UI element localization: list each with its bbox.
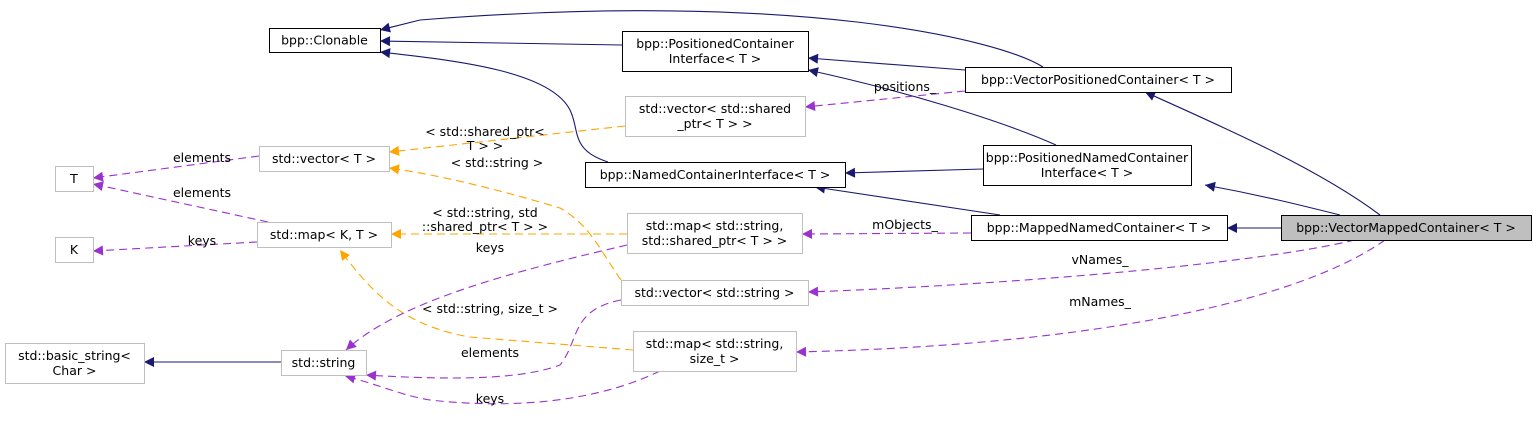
node-label: Char > (53, 363, 97, 378)
edge-vpc-to-vec_sp (804, 90, 966, 111)
node-box (625, 96, 806, 137)
edge-vec_sp-to-vec_t (388, 125, 626, 156)
node-K: K (55, 237, 94, 263)
node-label: std::map< K, T > (270, 227, 378, 242)
edge-label: < std::shared_ptr< (425, 124, 545, 139)
node-label: std::shared_ptr< T > > (642, 233, 788, 248)
node-mnc[interactable]: bpp::MappedNamedContainer< T > (971, 215, 1228, 241)
node-label: bpp::VectorMappedContainer< T > (1296, 220, 1516, 235)
node-label: bpp::Clonable (281, 33, 368, 48)
edge-label: vNames_ (1071, 252, 1129, 267)
node-label: bpp::PositionedNamedContainer (986, 150, 1189, 165)
node-map_size: std::map< std::string,size_t > (633, 331, 797, 372)
edge-label: ::shared_ptr< T > > (422, 219, 548, 234)
edge-vec_str-to-string (365, 299, 622, 381)
node-box (585, 162, 846, 188)
node-label: size_t > (690, 351, 740, 366)
edge-label: < std::string, size_t > (422, 301, 558, 316)
node-label: std::vector< std::shared (639, 101, 791, 116)
edge-mnc-to-map_sp (801, 228, 972, 239)
edge-label: positions_ (874, 79, 937, 94)
node-label: bpp::NamedContainerInterface< T > (600, 167, 831, 182)
edge-label: < std::string > (451, 155, 544, 170)
edge-label: elements (461, 345, 519, 360)
node-box (257, 222, 392, 248)
node-label: Interface< T > (669, 51, 762, 66)
edge-map_size-to-string (344, 370, 661, 405)
node-label: _ptr< T > > (676, 116, 752, 131)
node-box (627, 213, 803, 254)
node-label: std::vector< std::string > (635, 285, 795, 300)
node-box (281, 350, 367, 376)
node-box (983, 145, 1192, 186)
node-label: T (69, 171, 78, 186)
node-box (55, 237, 94, 263)
edge-vmc-to-vpc (1144, 91, 1381, 216)
edge-label: < std::string, std (432, 205, 537, 220)
edge-label: elements (173, 185, 231, 200)
node-box (55, 166, 94, 192)
node-clonable[interactable]: bpp::Clonable (269, 28, 381, 53)
node-box (259, 146, 390, 172)
node-pnci[interactable]: bpp::PositionedNamedContainerInterface< … (983, 145, 1192, 186)
node-label: std::string (292, 355, 356, 370)
edge-label: keys (476, 391, 504, 406)
node-map_sp: std::map< std::string,std::shared_ptr< T… (627, 213, 803, 254)
node-box (622, 31, 809, 72)
node-label: Interface< T > (1041, 165, 1134, 180)
node-box (5, 343, 145, 384)
node-vec_t: std::vector< T > (259, 146, 390, 172)
edge-label: keys (476, 240, 504, 255)
node-box (621, 280, 809, 306)
edge-mnc-to-nci (814, 183, 1001, 216)
node-label: std::map< std::string, (646, 218, 784, 233)
node-label: K (70, 242, 79, 257)
edge-label: elements (173, 150, 231, 165)
node-nci[interactable]: bpp::NamedContainerInterface< T > (585, 162, 846, 188)
edge-pci-to-clonable (379, 36, 623, 47)
edge-vmc-to-vec_str (807, 239, 1356, 297)
edge-pnci-to-nci (844, 167, 984, 178)
node-map_kt: std::map< K, T > (257, 222, 392, 248)
node-box (971, 215, 1228, 241)
edge-pnci-to-pci (807, 67, 1057, 146)
edge-vpc-to-pci (807, 53, 966, 71)
node-vec_str: std::vector< std::string > (621, 280, 809, 306)
node-box (633, 331, 797, 372)
node-label: bpp::MappedNamedContainer< T > (987, 220, 1212, 235)
edge-label: keys (188, 233, 216, 248)
edge-label: mNames_ (1069, 294, 1132, 309)
node-box (965, 67, 1232, 93)
edge-labels-layer: positions_< std::shared_ptr<T > >< std::… (173, 79, 1132, 406)
node-T: T (55, 166, 94, 192)
node-label: std::map< std::string, (646, 336, 784, 351)
node-label: std::vector< T > (272, 151, 376, 166)
edge-label: T > > (466, 138, 504, 153)
node-label: bpp::VectorPositionedContainer< T > (981, 72, 1215, 87)
edge-vmc-to-map_size (795, 239, 1386, 357)
edge-map_kt-to-T (92, 181, 269, 223)
edge-label: mObjects_ (872, 217, 938, 232)
edge-vpc-to-clonable (379, 10, 1044, 68)
edge-vmc-to-pnci (1204, 181, 1341, 216)
node-basic_string: std::basic_string<Char > (5, 343, 145, 384)
edge-nci-to-clonable (379, 48, 609, 163)
node-box (1281, 215, 1532, 241)
node-box (269, 28, 381, 53)
node-label: bpp::PositionedContainer (636, 36, 794, 51)
node-vpc[interactable]: bpp::VectorPositionedContainer< T > (965, 67, 1232, 93)
edge-map_sp-to-string (345, 244, 628, 351)
edge-vec_t-to-T (92, 155, 260, 182)
edge-map_kt-to-K (92, 241, 258, 256)
node-vmc: bpp::VectorMappedContainer< T > (1281, 215, 1532, 241)
edges-layer (92, 10, 1386, 405)
edge-map_size-to-map_kt (339, 249, 634, 351)
node-label: std::basic_string< (18, 348, 131, 363)
edge-vec_str-to-vec_t (388, 164, 622, 281)
node-string: std::string (281, 350, 367, 376)
node-vec_sp: std::vector< std::shared_ptr< T > > (625, 96, 806, 137)
